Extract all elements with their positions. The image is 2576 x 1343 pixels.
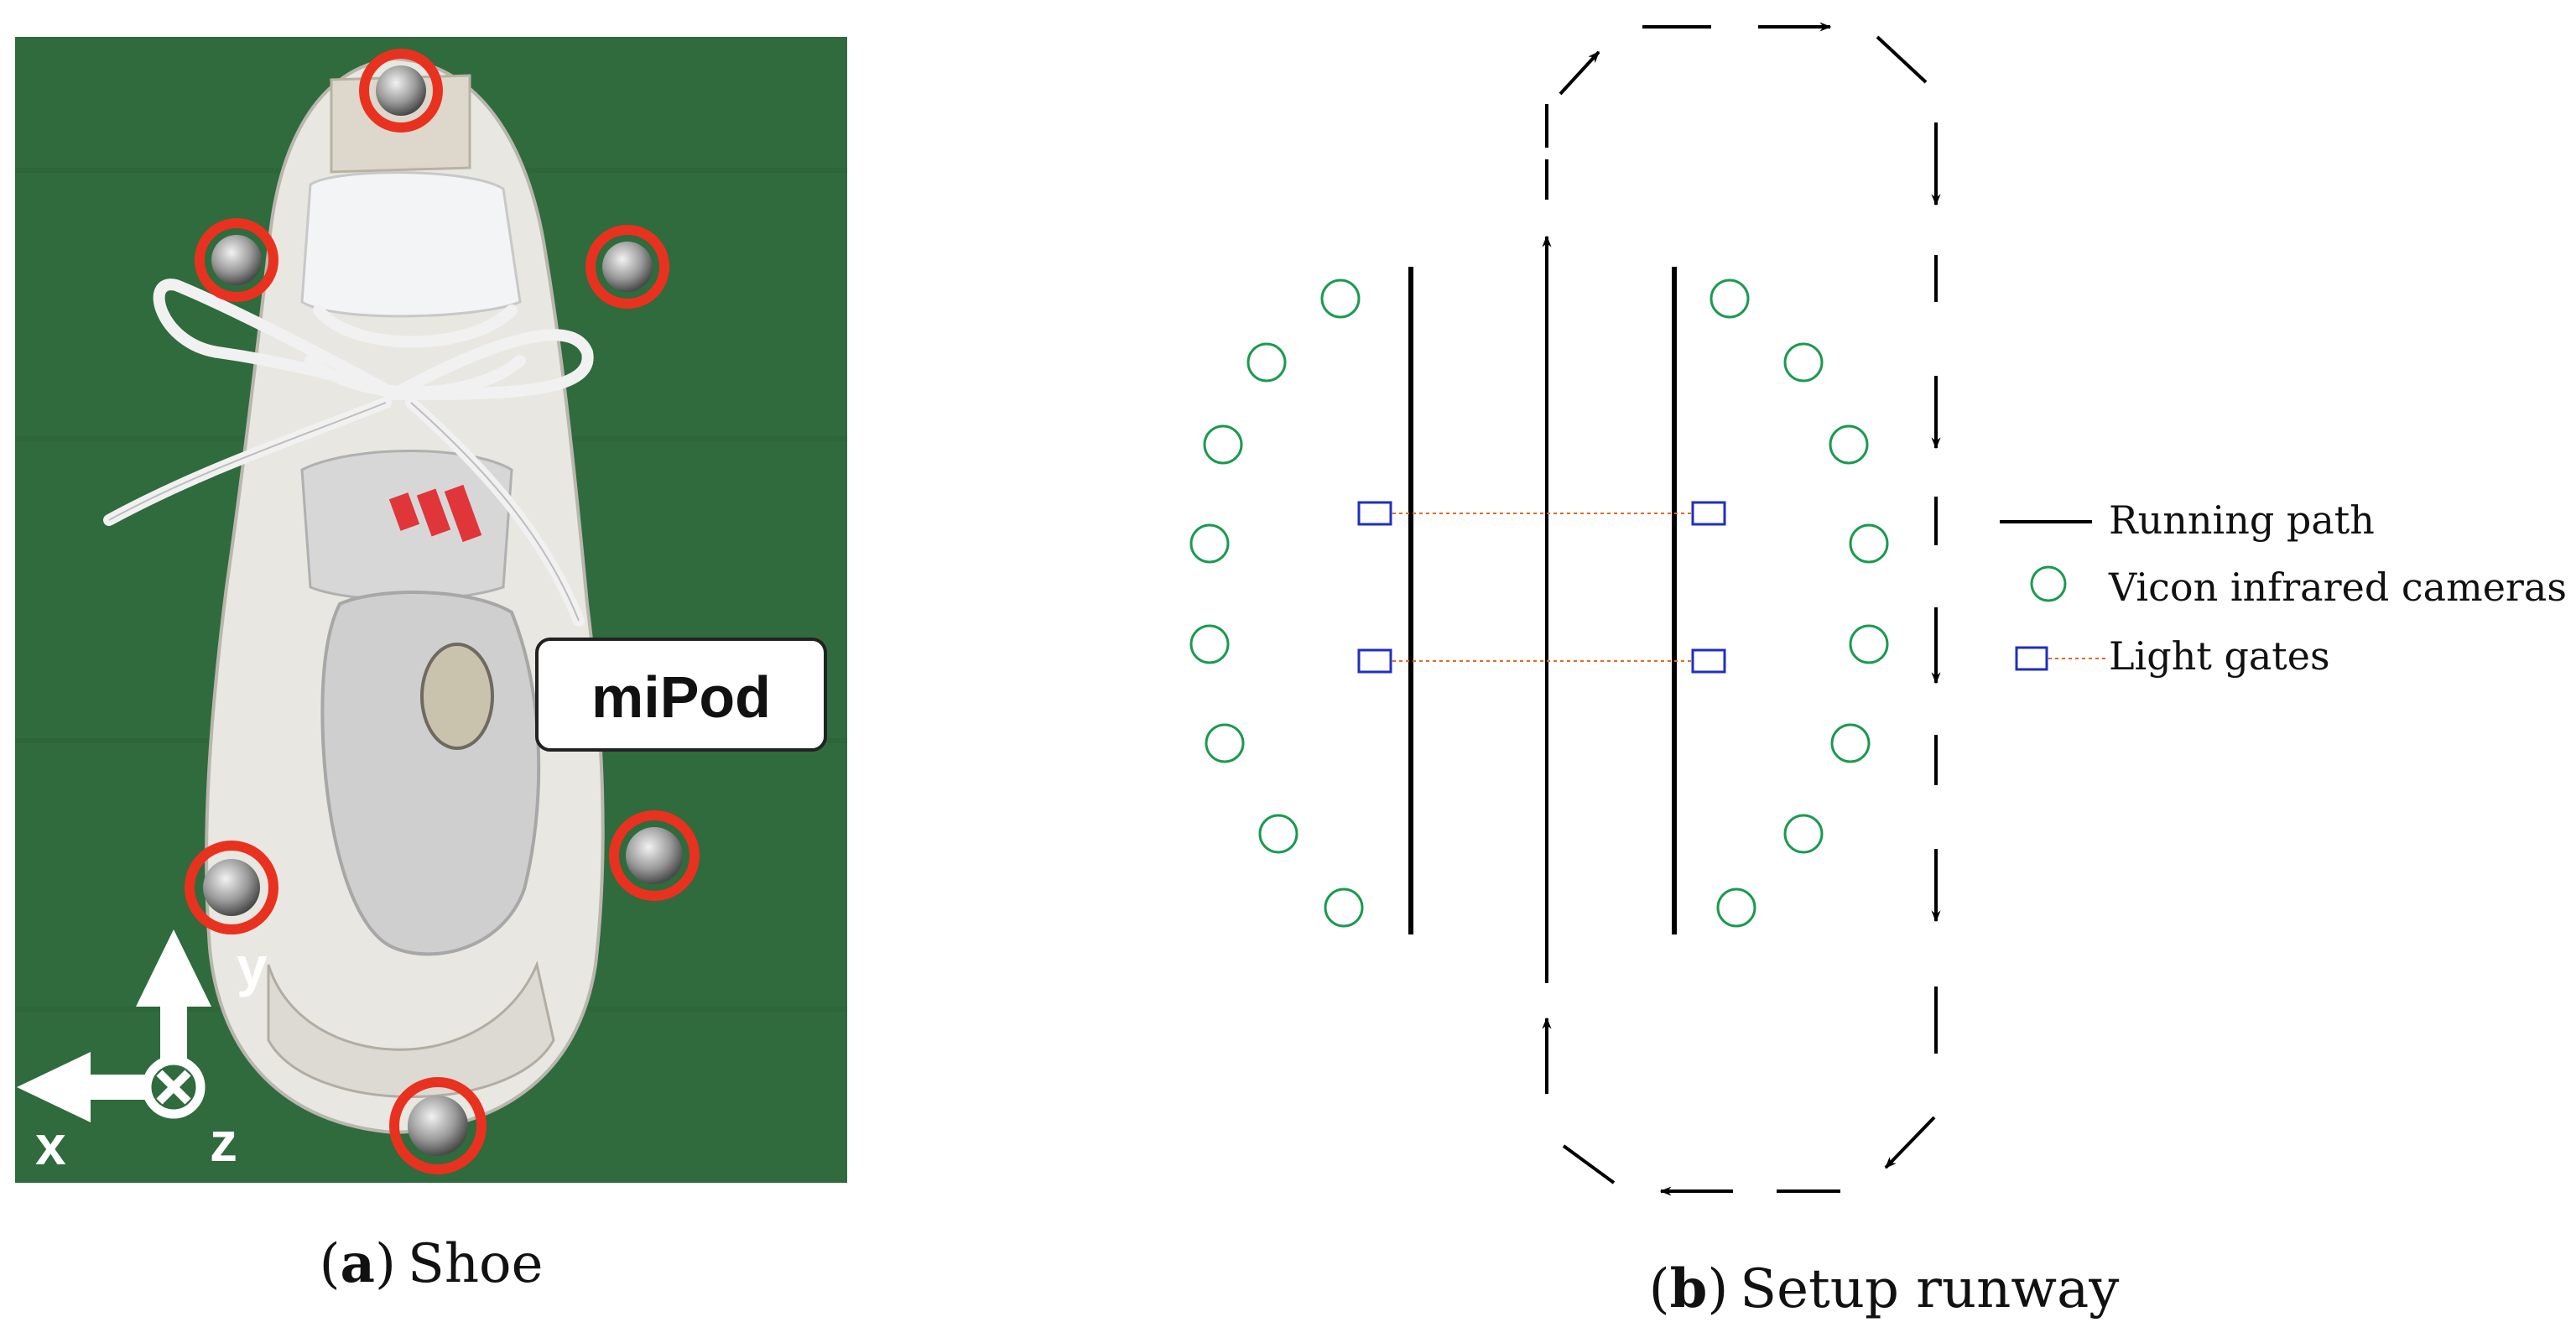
vicon-camera [1783, 814, 1824, 854]
axis-label-z: z [210, 1111, 237, 1173]
legend-item-light-gates: Light gates [2015, 633, 2330, 679]
legend-label-light-gates: Light gates [2109, 633, 2330, 679]
vicon-camera [1258, 814, 1298, 854]
axis-label-y: y [237, 935, 268, 997]
light-gate [1357, 501, 1392, 526]
vicon-camera [1710, 278, 1750, 319]
marker-lateral-heel [609, 810, 700, 901]
vicon-camera [1849, 523, 1889, 564]
panel-a-shoe-photo: miPod y x z [15, 37, 847, 1183]
shoe-opening [320, 591, 541, 956]
caption-a-letter: a [341, 1232, 375, 1295]
mipod-label: miPod [535, 638, 827, 752]
shoe-laces-outline [108, 402, 580, 622]
vicon-camera [1189, 624, 1230, 664]
vicon-camera [1716, 888, 1756, 928]
caption-a-text: Shoe [408, 1233, 543, 1295]
light-gate [1691, 501, 1726, 526]
vicon-camera [1205, 723, 1245, 763]
shoe-mesh [300, 171, 522, 318]
vicon-camera [1783, 342, 1824, 383]
legend-item-cameras: Vicon infrared cameras [2030, 565, 2567, 610]
vicon-camera [1189, 523, 1230, 564]
mipod-label-text: miPod [591, 664, 771, 730]
brand-logo [388, 484, 482, 543]
vicon-cameras [1189, 278, 1889, 928]
caption-b: (b)Setup runway [1649, 1257, 2120, 1320]
legend-label-cameras: Vicon infrared cameras [2108, 565, 2567, 610]
legend: Running path Vicon infrared cameras Ligh… [2000, 497, 2567, 679]
return-loop [1542, 22, 1941, 1196]
reflective-markers [185, 49, 700, 1174]
panel-b-runway-diagram: Running path Vicon infrared cameras Ligh… [1189, 22, 2567, 1196]
vicon-camera [1203, 424, 1243, 465]
vicon-camera [1830, 723, 1871, 763]
legend-item-running-path: Running path [2000, 497, 2375, 543]
marker-medial-forefoot [195, 218, 278, 302]
y-axis-arrow-icon [136, 929, 211, 1007]
light-gates [1357, 501, 1726, 674]
marker-heel [389, 1077, 487, 1174]
mipod-sensor [420, 643, 494, 750]
light-gate [1357, 648, 1392, 674]
vicon-camera [1849, 624, 1889, 664]
marker-lateral-forefoot [585, 225, 669, 309]
vicon-camera [1324, 888, 1364, 928]
coordinate-axes: y x z [17, 929, 268, 1176]
axis-label-x: x [35, 1114, 66, 1176]
light-gate [1691, 648, 1726, 674]
vicon-camera [1320, 278, 1361, 319]
vicon-camera [1829, 424, 1869, 465]
x-axis-arrow-icon [17, 1052, 91, 1122]
legend-label-running-path: Running path [2109, 497, 2375, 543]
vicon-camera [1246, 342, 1287, 383]
caption-a: (a)Shoe [320, 1232, 544, 1295]
marker-toe [359, 49, 443, 133]
marker-medial-heel [185, 841, 278, 934]
heel-counter [267, 960, 555, 1098]
light-gate-beams [1392, 513, 1691, 662]
caption-b-letter: b [1670, 1257, 1708, 1320]
caption-b-text: Setup runway [1740, 1258, 2119, 1320]
